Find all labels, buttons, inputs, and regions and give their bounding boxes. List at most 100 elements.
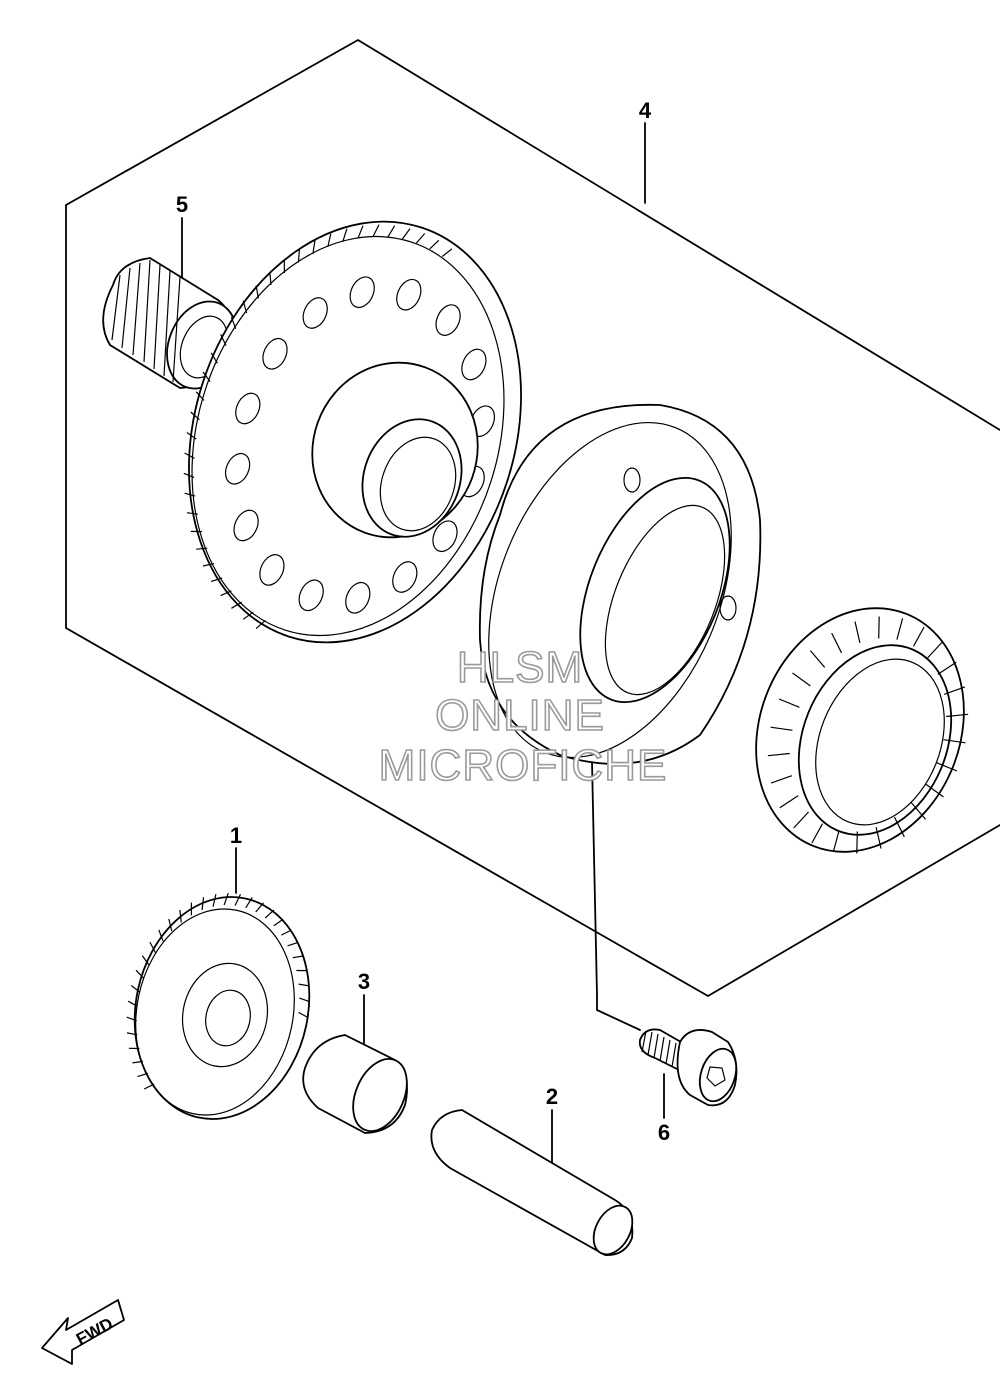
- gear-tooth: [401, 228, 411, 240]
- gear-tooth: [299, 997, 310, 1003]
- fwd-arrow: FWD: [41, 1299, 125, 1365]
- callout-5: 5: [176, 192, 188, 217]
- gear-tooth: [245, 897, 253, 909]
- callout-2: 2: [546, 1084, 558, 1109]
- gear-tooth: [292, 955, 304, 959]
- gear-tooth: [255, 619, 266, 630]
- starter-driven-gear[interactable]: [136, 178, 573, 686]
- sprag-cell: [831, 632, 843, 654]
- sprag-cell: [792, 672, 811, 687]
- gear-tooth: [186, 432, 197, 440]
- gear-tooth: [220, 334, 227, 346]
- sprag-cell: [936, 762, 958, 772]
- gear-tooth: [195, 391, 205, 401]
- gear-hole: [298, 579, 324, 612]
- callout-3: 3: [358, 969, 370, 994]
- sprag-cells: [767, 616, 969, 854]
- gear-tooth: [297, 249, 300, 263]
- gear-tooth: [429, 239, 440, 250]
- gear-tooth: [184, 492, 196, 497]
- assembly-box-4: [65, 39, 1000, 997]
- gear-tooth: [415, 233, 426, 244]
- gear-tooth: [130, 985, 141, 993]
- gear-tooth: [372, 224, 380, 237]
- watermark-line-1: HLSM: [457, 643, 583, 692]
- gear-tooth: [255, 285, 259, 299]
- gear-tooth: [126, 1016, 137, 1022]
- sprag-cell: [912, 626, 925, 647]
- gear-tooth: [137, 1072, 149, 1078]
- gear-hole: [302, 297, 328, 329]
- gear-tooth: [127, 1000, 138, 1008]
- clutch-housing[interactable]: [442, 387, 777, 1031]
- watermark: HLSM ONLINE MICROFICHE: [378, 642, 668, 791]
- gear-hole: [435, 304, 461, 336]
- gear-tooth: [201, 897, 205, 911]
- gear-tooth: [327, 233, 332, 248]
- gear-tooth: [287, 941, 299, 947]
- sprag-cell: [832, 830, 840, 852]
- gear-hole: [345, 581, 371, 614]
- gear-tooth: [126, 1032, 138, 1036]
- sprag-cell: [778, 698, 800, 708]
- gear-tooth: [168, 918, 173, 932]
- callout-4: 4: [639, 98, 652, 123]
- gear-tooth: [220, 590, 232, 597]
- driven-gear-teeth: [183, 224, 453, 630]
- shaft-part-2[interactable]: [430, 1109, 640, 1261]
- idle-gear-teeth: [126, 892, 310, 1090]
- gear-hole: [349, 276, 375, 309]
- gear-tooth: [183, 472, 195, 478]
- gear-tooth: [273, 918, 284, 927]
- driven-gear-holes: [224, 276, 496, 614]
- gear-hole: [224, 452, 251, 485]
- sprag-cell: [854, 621, 861, 644]
- sprag-cell: [943, 739, 966, 744]
- sprag-cell: [878, 616, 880, 639]
- sprag-cell: [770, 775, 793, 784]
- gear-tooth: [190, 411, 200, 421]
- idle-gear-part-1[interactable]: [115, 847, 330, 1135]
- sprag-cell: [770, 726, 793, 731]
- gear-tooth: [186, 512, 198, 515]
- gear-tooth: [211, 577, 223, 583]
- sprag-cell: [767, 752, 790, 757]
- gear-tooth: [242, 300, 248, 314]
- gear-tooth: [184, 452, 195, 459]
- sprag-cell: [926, 641, 943, 659]
- sprag-cell: [856, 831, 858, 854]
- bushing-part-3[interactable]: [302, 994, 417, 1139]
- gear-hole: [259, 554, 285, 586]
- gear-hole: [233, 509, 259, 542]
- watermark-line-3: MICROFICHE: [379, 741, 668, 790]
- gear-tooth: [264, 909, 275, 919]
- gear-tooth: [132, 1060, 144, 1064]
- sprag-cell: [811, 823, 824, 844]
- sprag-cell: [875, 826, 882, 849]
- needle-bearing-part-5[interactable]: [102, 217, 249, 399]
- gear-tooth: [202, 563, 215, 567]
- sprag-cell: [893, 816, 905, 838]
- sprag-cell: [943, 686, 966, 695]
- gear-tooth: [149, 941, 157, 953]
- gear-tooth: [231, 601, 243, 609]
- gear-tooth: [135, 969, 145, 979]
- gear-tooth: [357, 225, 364, 239]
- gear-tooth: [298, 1011, 309, 1019]
- gear-tooth: [141, 955, 150, 966]
- gear-tooth: [312, 240, 316, 255]
- bolt-part-6[interactable]: [638, 1028, 743, 1119]
- sprag-cell: [925, 783, 944, 798]
- one-way-clutch[interactable]: [720, 577, 999, 884]
- gear-tooth: [212, 893, 217, 907]
- callout-6: 6: [658, 1120, 670, 1145]
- gear-tooth: [387, 225, 396, 238]
- gear-tooth: [342, 228, 348, 242]
- sprag-cell: [910, 802, 927, 820]
- gear-tooth: [210, 352, 218, 364]
- sprag-cell: [937, 661, 957, 675]
- gear-hole: [392, 561, 418, 593]
- gear-tooth: [234, 893, 242, 906]
- gear-tooth: [196, 547, 208, 550]
